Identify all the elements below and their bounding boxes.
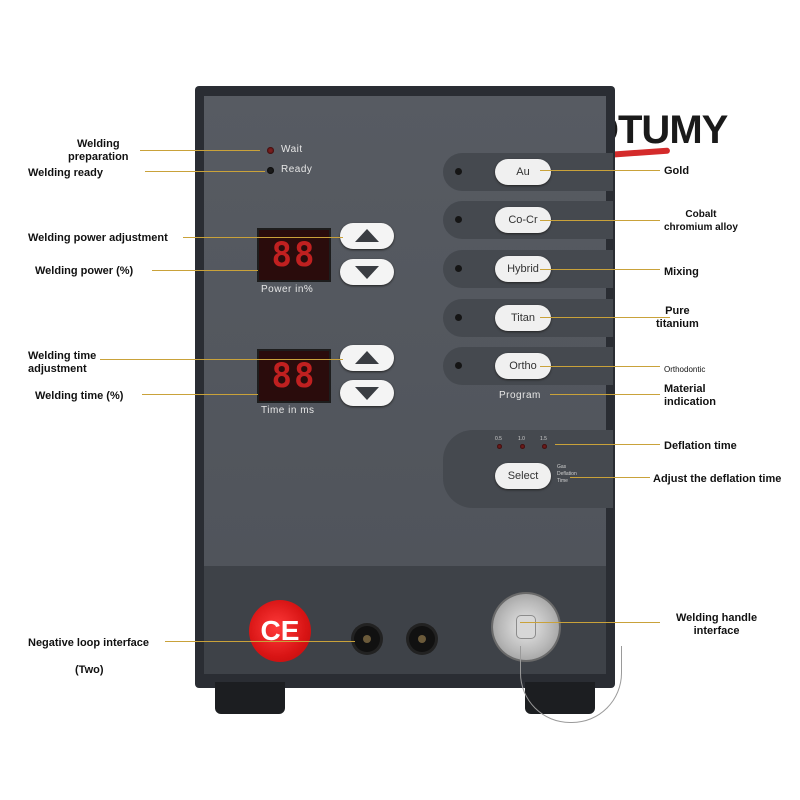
material-band-au: Au bbox=[443, 153, 613, 191]
caption-power-percent: Welding power (%) bbox=[35, 265, 134, 277]
wait-label: Wait bbox=[281, 144, 303, 155]
caption-handle-interface: Welding handle interface bbox=[676, 612, 758, 637]
caption-cobalt: Cobalt chromium alloy bbox=[664, 209, 738, 233]
caption-adjust-deflation: Adjust the deflation time bbox=[653, 473, 782, 485]
left-foot bbox=[215, 682, 285, 714]
caption-power-adjustment: Welding power adjustment bbox=[28, 232, 168, 244]
time-display: 88 bbox=[257, 349, 331, 403]
callout-line bbox=[165, 641, 355, 642]
power-unit-label: Power in% bbox=[261, 284, 314, 295]
negative-socket-1[interactable] bbox=[354, 626, 380, 652]
power-up-button[interactable] bbox=[340, 223, 394, 249]
arrow-up-icon bbox=[355, 351, 379, 364]
caption-two: (Two) bbox=[75, 664, 104, 676]
material-band-ortho: Ortho bbox=[443, 347, 613, 385]
wait-led bbox=[267, 147, 274, 154]
caption-welding-preparation: Welding preparation bbox=[68, 138, 129, 163]
material-band-titan: Titan bbox=[443, 299, 613, 337]
ortho-led bbox=[455, 362, 462, 369]
caption-material-indication: Material indication bbox=[664, 383, 716, 408]
callout-line bbox=[145, 171, 265, 172]
callout-line bbox=[570, 477, 650, 478]
deflation-scale-3: 1.5 bbox=[540, 436, 547, 442]
material-cocr-button[interactable]: Co-Cr bbox=[495, 207, 551, 233]
callout-line bbox=[550, 394, 660, 395]
negative-socket-2[interactable] bbox=[409, 626, 435, 652]
titan-led bbox=[455, 314, 462, 321]
material-titan-button[interactable]: Titan bbox=[495, 305, 551, 331]
callout-line bbox=[520, 622, 660, 623]
callout-line bbox=[540, 220, 660, 221]
deflation-led-3 bbox=[542, 444, 547, 449]
callout-line bbox=[540, 170, 660, 171]
deflation-scale-2: 1.0 bbox=[518, 436, 525, 442]
callout-line bbox=[100, 359, 343, 360]
material-au-button[interactable]: Au bbox=[495, 159, 551, 185]
power-down-button[interactable] bbox=[340, 259, 394, 285]
arrow-down-icon bbox=[355, 266, 379, 279]
gas-label: Gas bbox=[557, 464, 567, 470]
caption-time-adjustment: Welding time adjustment bbox=[28, 350, 97, 375]
hybrid-led bbox=[455, 265, 462, 272]
ce-mark: CE bbox=[249, 600, 311, 662]
ready-label: Ready bbox=[281, 164, 313, 175]
welding-machine: Wait Ready 88 Power in% 88 Time in ms Au… bbox=[195, 86, 622, 723]
arrow-up-icon bbox=[355, 229, 379, 242]
time-word-label: Time bbox=[557, 478, 568, 484]
caption-orthodontic: Orthodontic bbox=[664, 365, 706, 374]
callout-line bbox=[540, 317, 670, 318]
callout-line bbox=[540, 269, 660, 270]
program-label: Program bbox=[499, 390, 541, 401]
caption-welding-ready: Welding ready bbox=[28, 167, 103, 179]
caption-negative-loop: Negative loop interface bbox=[28, 637, 150, 649]
callout-line bbox=[555, 444, 660, 445]
deflation-word-label: Deflation bbox=[557, 471, 577, 477]
callout-line bbox=[142, 394, 258, 395]
deflation-scale-1: 0.5 bbox=[495, 436, 502, 442]
caption-pure-titanium: Pure titanium bbox=[656, 305, 699, 330]
caption-gold: Gold bbox=[664, 165, 690, 177]
au-led bbox=[455, 168, 462, 175]
callout-line bbox=[140, 150, 260, 151]
deflation-led-1 bbox=[497, 444, 502, 449]
caption-mixing: Mixing bbox=[664, 266, 699, 278]
time-unit-label: Time in ms bbox=[261, 405, 315, 416]
callout-line bbox=[152, 270, 258, 271]
select-button[interactable]: Select bbox=[495, 463, 551, 489]
time-up-button[interactable] bbox=[340, 345, 394, 371]
deflation-led-2 bbox=[520, 444, 525, 449]
callout-line bbox=[540, 366, 660, 367]
time-down-button[interactable] bbox=[340, 380, 394, 406]
ready-led bbox=[267, 167, 274, 174]
cocr-led bbox=[455, 216, 462, 223]
caption-time-percent: Welding time (%) bbox=[35, 390, 124, 402]
arrow-down-icon bbox=[355, 387, 379, 400]
deflation-band: 0.5 1.0 1.5 Select Gas Deflation Time bbox=[443, 430, 613, 508]
caption-deflation-time: Deflation time bbox=[664, 440, 737, 452]
callout-line bbox=[183, 237, 343, 238]
